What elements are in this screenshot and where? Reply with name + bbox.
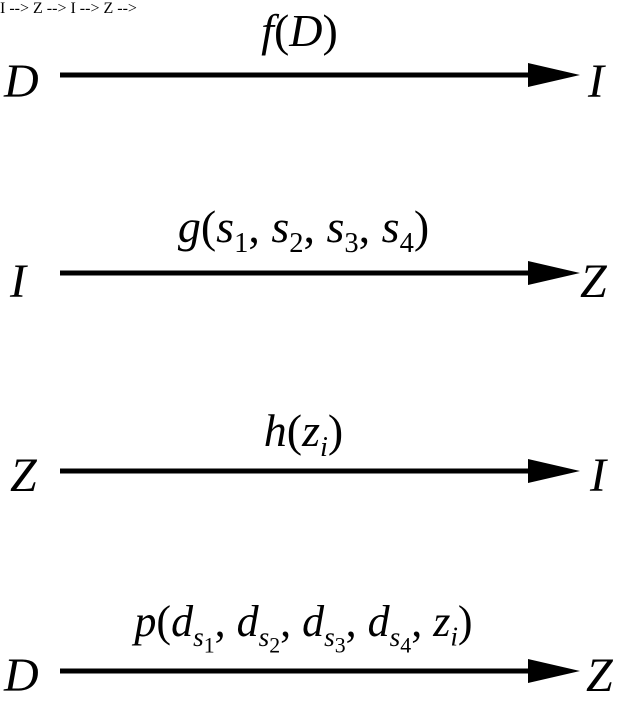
mapping-row-h: h(zi) Z I	[0, 394, 627, 514]
argument-subscript: s3	[324, 621, 346, 658]
argument-subscript: 3	[344, 227, 359, 259]
mapping-row-f: f(D) D I	[0, 0, 627, 120]
close-paren: )	[327, 405, 344, 456]
argument-sub-subscript: 1	[203, 633, 215, 658]
argument-subscript: i	[450, 621, 458, 652]
mapping-label-g: g(s1, s2, s3, s4)	[0, 201, 617, 258]
source-node: I	[10, 255, 26, 308]
mapping-row-p: p(ds1, ds2, ds3, ds4, zi) D Z	[0, 596, 627, 716]
argument: s	[271, 201, 290, 252]
function-name: g	[177, 201, 201, 252]
mapping-arrow	[60, 63, 580, 87]
separator: ,	[280, 597, 303, 646]
separator: ,	[214, 597, 237, 646]
open-paren: (	[273, 5, 290, 56]
argument-subscript: 1	[234, 227, 249, 259]
argument-subscript: s4	[389, 621, 412, 658]
close-paren: )	[413, 201, 430, 252]
separator: ,	[248, 201, 272, 252]
argument: s	[381, 201, 400, 252]
argument-sub-subscript: 3	[334, 633, 346, 658]
argument: d	[236, 597, 259, 646]
argument-subscript: i	[319, 431, 328, 463]
target-node: I	[590, 449, 606, 502]
mapping-row-g: g(s1, s2, s3, s4) I Z	[0, 196, 627, 316]
open-paren: (	[156, 597, 172, 646]
mapping-arrow	[60, 261, 580, 285]
mapping-arrow	[60, 459, 580, 483]
argument: d	[367, 597, 390, 646]
argument: d	[171, 597, 194, 646]
mapping-label-h: h(zi)	[0, 405, 617, 462]
function-name: h	[263, 405, 287, 456]
argument-sub-subscript: 4	[400, 633, 412, 658]
separator: ,	[358, 201, 382, 252]
mapping-label-p: p(ds1, ds2, ds3, ds4, zi)	[0, 597, 617, 657]
target-node: I	[588, 55, 604, 108]
argument: D	[289, 5, 323, 56]
source-node: D	[4, 649, 39, 702]
argument-sub-subscript: 2	[269, 633, 281, 658]
argument: d	[302, 597, 325, 646]
separator: ,	[303, 201, 327, 252]
argument: z	[433, 597, 451, 646]
close-paren: )	[322, 5, 338, 56]
source-node: Z	[10, 449, 37, 502]
function-name: f	[261, 5, 274, 56]
argument: s	[216, 201, 235, 252]
mapping-label-f: f(D)	[0, 8, 613, 54]
separator: ,	[411, 597, 434, 646]
mapping-arrow	[60, 659, 580, 683]
open-paren: (	[286, 405, 303, 456]
argument-subscript: s2	[258, 621, 281, 658]
target-node: Z	[586, 649, 613, 702]
close-paren: )	[457, 597, 473, 646]
argument-subscript: s1	[193, 621, 215, 658]
argument-subscript: 2	[289, 227, 304, 259]
target-node: Z	[580, 255, 607, 308]
argument-subscript: 4	[399, 227, 414, 259]
source-node: D	[4, 55, 39, 108]
argument: s	[326, 201, 345, 252]
function-name: p	[134, 597, 157, 646]
separator: ,	[345, 597, 368, 646]
open-paren: (	[200, 201, 217, 252]
argument: z	[302, 405, 320, 456]
